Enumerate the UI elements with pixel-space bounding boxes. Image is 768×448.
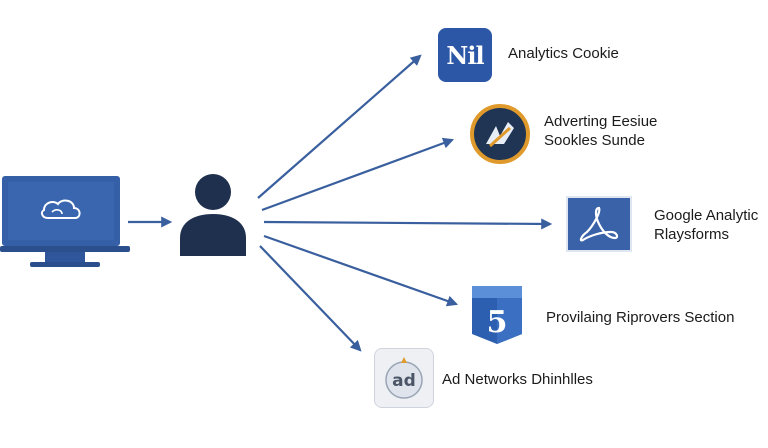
arrow-to-advertising-cookies: [261, 137, 455, 212]
shield-logo-text: 5: [487, 305, 508, 340]
html5-style-shield-icon: 5: [470, 284, 524, 346]
acrobat-glyph-icon: [579, 206, 619, 242]
nil-logo-icon: Nil: [438, 28, 492, 82]
person-icon: [180, 174, 246, 256]
shield-glyph-icon: 5: [472, 286, 522, 344]
target-label-line: Analytics Cookie: [508, 45, 619, 62]
target-label-providing-section: Provilaing Riprovers Section: [546, 308, 734, 327]
target-label-ad-networks: Ad Networks Dhinhlles: [442, 370, 593, 389]
target-label-line: Provilaing Riprovers Section: [546, 309, 735, 326]
emblem-glyph-icon: [486, 122, 514, 148]
target-label-line: Google Analytic: [654, 207, 759, 224]
ad-network-logo-text: ad: [392, 371, 416, 391]
target-label-line: Rlaysforms: [654, 226, 730, 243]
arrow-to-ad-networks: [259, 245, 362, 352]
arrow-to-analytics-cookie: [257, 54, 422, 199]
laptop-icon: [0, 176, 130, 267]
target-label-line: Adverting Eesiue: [544, 113, 658, 130]
arrow-to-providing-section: [263, 234, 459, 307]
target-label-line: Sookles Sunde: [544, 132, 645, 149]
target-label-advertising-cookies: Adverting Eesiue Sookles Sunde: [544, 112, 657, 150]
ad-network-app-icon: ad: [374, 348, 434, 408]
ad-network-glyph-icon: ad: [385, 357, 423, 399]
acrobat-style-icon: [566, 196, 632, 252]
target-label-line: Ad Networks Dhinhlles: [442, 371, 593, 388]
target-label-google-analytics: Google Analytic Rlaysforms: [654, 206, 758, 244]
target-label-analytics-cookie: Analytics Cookie: [508, 44, 619, 63]
arrow-to-google-analytics: [263, 218, 553, 230]
nil-logo-text: Nil: [446, 40, 484, 70]
advertising-emblem-icon: [470, 104, 530, 164]
